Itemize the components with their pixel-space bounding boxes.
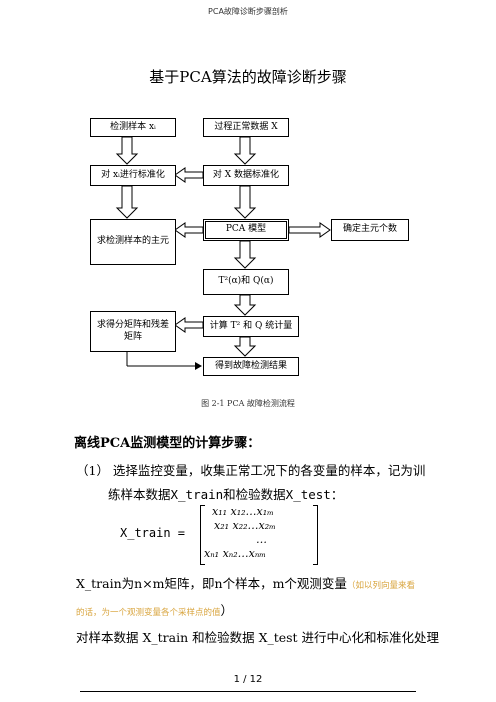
description-note-open: （如以列向量来看 [346,581,415,591]
thresholds-box: T²(α)和 Q(α) [203,269,289,295]
matrix-row-4: xₙ₁ xₙ₂…xₙₘ [204,547,267,560]
matrix-right-bracket [313,505,318,565]
flow-arrows [115,136,331,370]
matrix-left-bracket [200,505,205,565]
standardize-xi-box: 对 xᵢ进行标准化 [90,165,176,186]
description-line: X_train为n×m矩阵，即n个样本，m个观测变量（如以列向量来看 [76,573,415,592]
principal-component-box: 求检测样本的主元 [90,219,176,265]
detect-sample-box: 检测样本 xᵢ [90,118,176,137]
matrix-row-2: x₂₁ x₂₂…x₂ₘ [214,519,276,532]
footer-divider [80,691,416,692]
page-number: 1 / 12 [233,674,263,685]
step1-line1: （1） 选择监控变量，收集正常工况下的各变量的样本，记为训 [76,463,426,478]
description-note-close: ） [220,603,234,618]
pca-model-box: PCA 模型 [203,219,289,241]
description-continuation: 的话，为一个观测变量各个采样点的值） [76,600,233,619]
figure-caption: 图 2-1 PCA 故障检测流程 [201,399,295,408]
page-title: 基于PCA算法的故障诊断步骤 [149,68,347,86]
matrix: x₁₁ x₁₂…x₁ₘ x₂₁ x₂₂…x₂ₘ … xₙ₁ xₙ₂…xₙₘ [200,505,318,565]
description-note-cont: 的话，为一个观测变量各个采样点的值 [76,608,221,618]
standardize-text: 对样本数据 X_train 和检验数据 X_test 进行中心化和标准化处理 [76,630,440,645]
description-main: X_train为n×m矩阵，即n个样本，m个观测变量 [76,576,347,591]
matrix-label: X_train = [120,526,186,540]
matrix-row-3: … [256,533,267,546]
residual-matrix-box: 求得分矩阵和残差矩阵 [90,311,176,352]
normal-data-box: 过程正常数据 X [203,118,289,137]
compute-stats-box: 计算 T² 和 Q 统计量 [203,316,299,337]
running-header: PCA故障诊断步骤剖析 [208,7,288,16]
num-components-box: 确定主元个数 [331,219,409,241]
section-heading: 离线PCA监测模型的计算步骤： [74,436,261,451]
standardize-x-box: 对 X 数据标准化 [203,165,289,186]
result-box: 得到故障检测结果 [203,357,299,376]
step1-line2: 练样本数据X_train和检验数据X_test： [108,487,344,502]
matrix-row-1: x₁₁ x₁₂…x₁ₘ [212,505,274,518]
